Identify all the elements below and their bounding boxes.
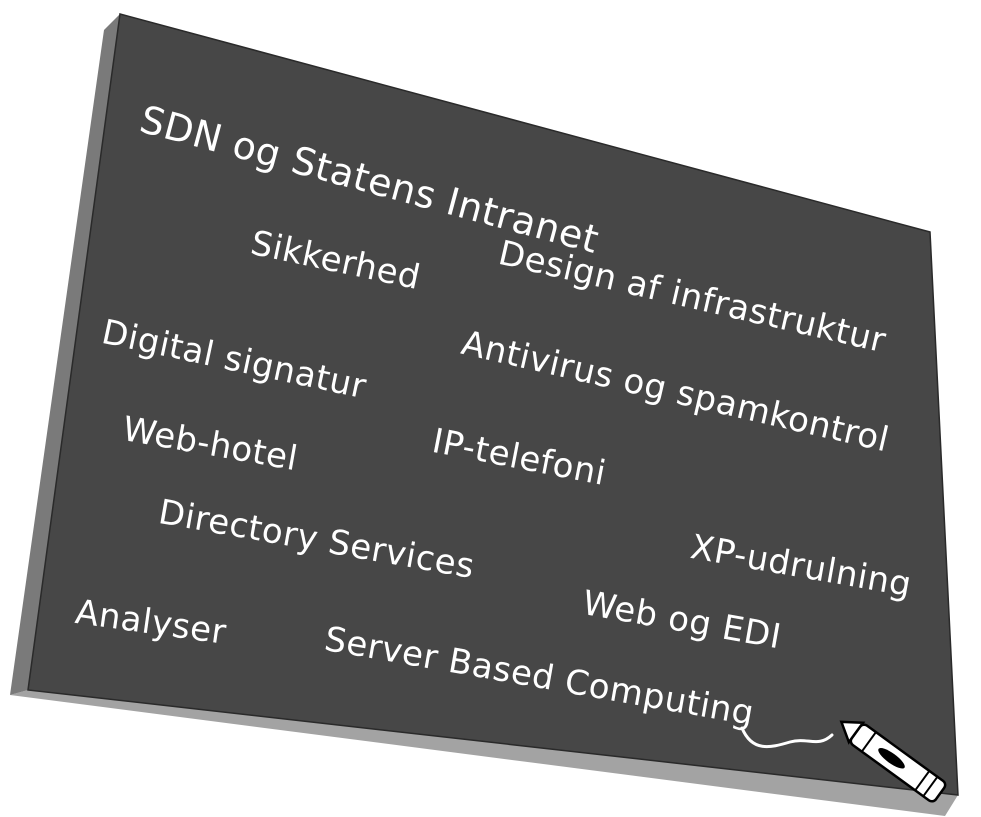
board-edge-left — [10, 14, 120, 695]
board-face — [27, 13, 959, 796]
chalk-line — [740, 726, 834, 749]
chalk-stick-icon — [839, 720, 947, 803]
board-edge-bottom — [10, 690, 958, 816]
